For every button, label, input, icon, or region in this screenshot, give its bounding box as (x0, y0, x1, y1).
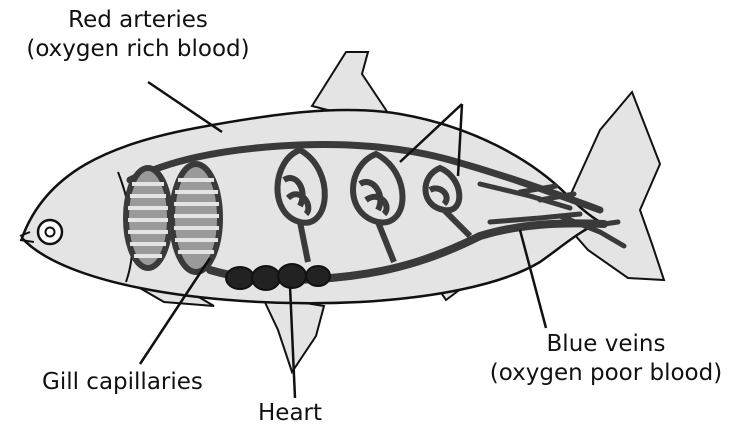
heart-label: Heart (258, 399, 322, 428)
arteries-label-line2: (oxygen rich blood) (4, 35, 272, 64)
pupil-icon (46, 228, 55, 237)
veins-label: Blue veins (oxygen poor blood) (470, 330, 742, 388)
veins-label-line1: Blue veins (470, 330, 742, 359)
arteries-label-line1: Red arteries (4, 6, 272, 35)
gill-capillaries-label: Gill capillaries (42, 368, 203, 397)
arteries-leader (148, 82, 222, 132)
arteries-label: Red arteries (oxygen rich blood) (4, 6, 272, 64)
veins-label-line2: (oxygen poor blood) (470, 359, 742, 388)
tail-fin (560, 92, 664, 280)
